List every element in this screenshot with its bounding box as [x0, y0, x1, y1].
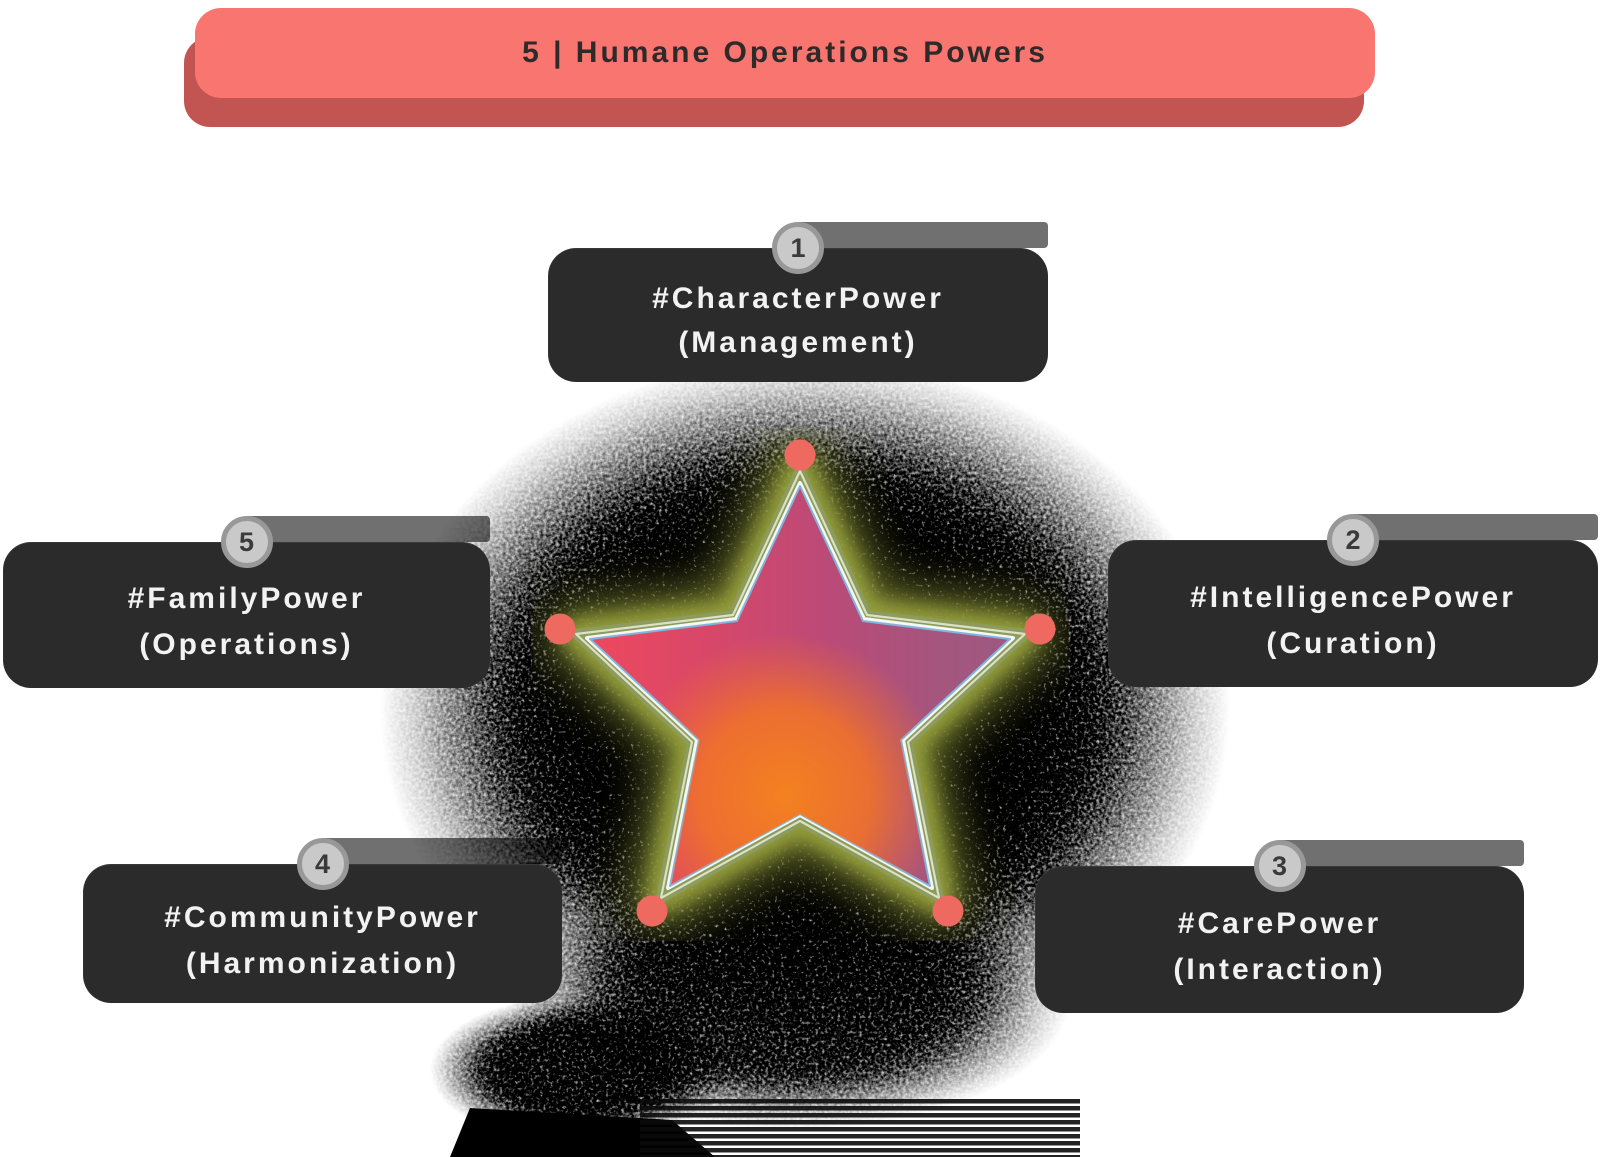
power-card-character: 1 #CharacterPower (Management): [548, 222, 1048, 382]
badge-number: 3: [1271, 850, 1288, 881]
badge-number: 4: [314, 848, 331, 879]
connector-band-1: [798, 222, 1048, 248]
connector-band-2: [1353, 514, 1598, 540]
star-point-dot-left: [544, 613, 576, 645]
power-card-community: 4 #CommunityPower (Harmonization): [83, 838, 562, 1003]
page-title: 5 | Humane Operations Powers: [522, 36, 1048, 69]
star-shape: [571, 466, 1030, 903]
spray-drip-stripes: [640, 1098, 1080, 1157]
power-hashtag: #CommunityPower: [164, 900, 481, 934]
power-hashtag: #FamilyPower: [127, 582, 366, 615]
title-banner: 5 | Humane Operations Powers: [195, 8, 1375, 98]
star-point-dot-top: [784, 439, 816, 471]
power-hashtag: #CarePower: [1177, 906, 1382, 940]
star-point-dots: [544, 439, 1056, 927]
power-hashtag: #CharacterPower: [652, 282, 944, 315]
power-role: (Operations): [139, 628, 354, 661]
power-role: (Management): [678, 326, 918, 359]
power-hashtag: #IntelligencePower: [1190, 580, 1516, 614]
power-card-intelligence: 2 #IntelligencePower (Curation): [1108, 514, 1598, 687]
badge-number: 1: [790, 232, 806, 263]
power-role: (Curation): [1266, 626, 1440, 660]
power-number-badge-1: 1: [772, 222, 824, 274]
power-number-badge-2: 2: [1327, 514, 1379, 566]
connector-band-3: [1279, 840, 1524, 866]
badge-number: 2: [1345, 524, 1361, 555]
star-point-dot-right: [1024, 613, 1056, 645]
star-point-dot-bottom-left: [636, 895, 668, 927]
power-card-family: 5 #FamilyPower (Operations): [3, 516, 490, 688]
power-card-care: 3 #CarePower (Interaction): [1035, 840, 1524, 1013]
star-point-dot-bottom-right: [932, 895, 964, 927]
power-number-badge-4: 4: [296, 838, 349, 890]
power-role: (Interaction): [1173, 952, 1386, 986]
badge-number: 5: [238, 526, 255, 557]
power-number-badge-3: 3: [1253, 840, 1306, 892]
power-role: (Harmonization): [185, 946, 460, 980]
power-number-badge-5: 5: [220, 516, 273, 568]
